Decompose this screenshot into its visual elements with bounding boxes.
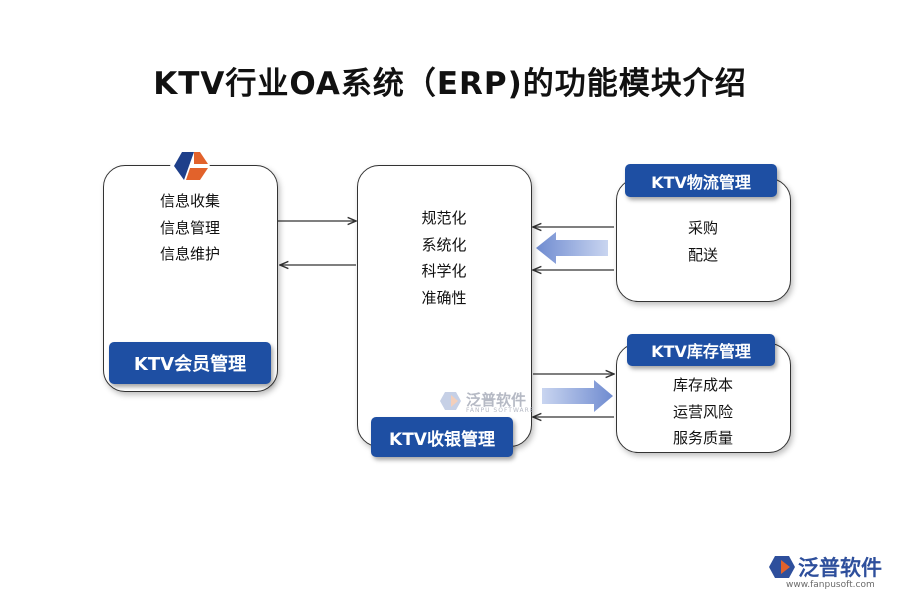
block-arrow-right	[542, 380, 613, 412]
list-item: 运营风险	[672, 402, 733, 421]
inventory-module-label: KTV库存管理	[627, 334, 775, 366]
member-items: 信息收集 信息管理 信息维护	[120, 188, 260, 268]
list-item: 规范化	[421, 209, 467, 227]
list-item: 采购	[687, 219, 718, 237]
logistics-module-box	[616, 178, 791, 302]
member-module-label: KTV会员管理	[109, 342, 271, 384]
footer-url: www.fanpusoft.com	[786, 580, 875, 590]
inventory-items: 库存成本 运营风险 服务质量	[633, 372, 773, 452]
list-item: 准确性	[421, 288, 467, 307]
list-item: 服务质量	[672, 429, 733, 447]
list-item: 库存成本	[672, 376, 733, 394]
list-item: 信息管理	[159, 218, 220, 237]
list-item: 系统化	[421, 235, 467, 254]
watermark-logo-icon	[440, 392, 461, 410]
cashier-items: 规范化 系统化 科学化 准确性	[374, 205, 514, 311]
module-logo-icon	[170, 150, 210, 182]
page-title: KTV行业OA系统（ERP)的功能模块介绍	[153, 66, 747, 102]
block-arrow-left	[536, 232, 608, 264]
watermark-name: 泛普软件	[466, 391, 527, 409]
cashier-module-label: KTV收银管理	[371, 417, 513, 457]
list-item: 配送	[687, 245, 718, 264]
footer-brand-name: 泛普软件	[798, 556, 882, 580]
list-item: 信息收集	[159, 192, 220, 210]
watermark-sub: FANPU SOFTWARE	[466, 407, 535, 414]
list-item: 信息维护	[159, 245, 220, 263]
footer-logo-icon	[769, 556, 795, 578]
logistics-items: 采购 配送	[633, 215, 773, 268]
logistics-module-label: KTV物流管理	[625, 164, 777, 197]
list-item: 科学化	[421, 262, 467, 280]
